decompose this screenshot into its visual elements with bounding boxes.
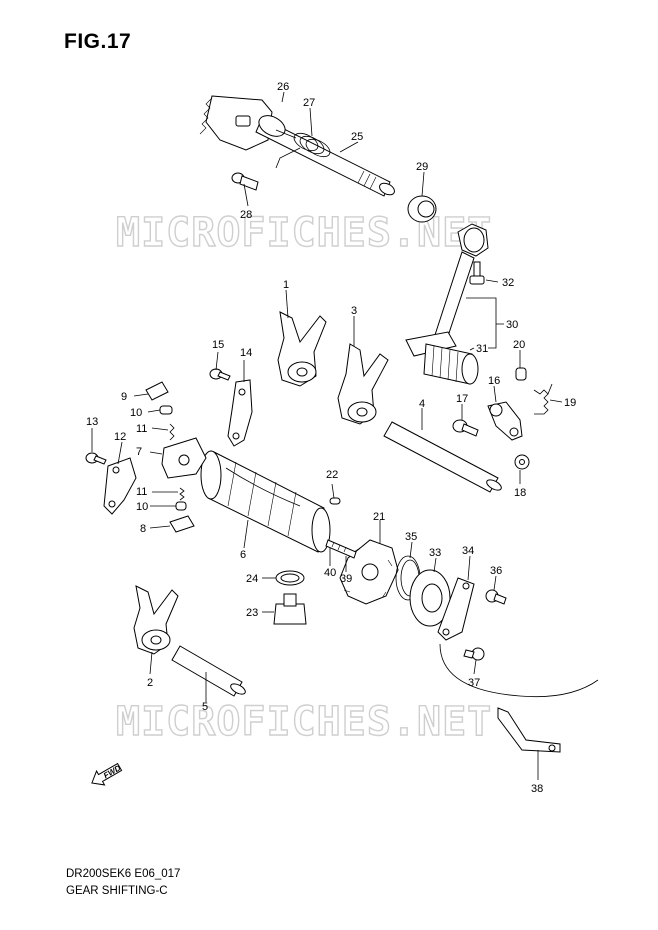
- label-23: 23: [246, 607, 258, 619]
- label-38: 38: [531, 783, 543, 795]
- switch-cover-34: [437, 577, 475, 641]
- part-labels: 1 2 3 4 5 6 7 8 9 10 10 11 11 12 13 14 1…: [86, 81, 576, 795]
- arm-16: [487, 401, 523, 441]
- label-15: 15: [212, 339, 224, 351]
- spring-19: [533, 383, 553, 415]
- label-28: 28: [240, 209, 252, 221]
- model-code: DR200SEK6 E06_017: [66, 868, 181, 880]
- fork-shaft-5: [171, 645, 246, 697]
- bolt-17: [452, 419, 479, 437]
- cam-guide-12: [103, 457, 137, 515]
- label-39: 39: [340, 573, 352, 585]
- label-25: 25: [351, 131, 363, 143]
- label-1: 1: [283, 279, 289, 291]
- label-20: 20: [513, 339, 525, 351]
- label-35: 35: [405, 531, 417, 543]
- label-10-upper: 10: [130, 407, 142, 419]
- dowel-22: [329, 497, 341, 505]
- plate-14: [227, 379, 253, 447]
- gearshift-lever-assembly: [405, 223, 489, 385]
- label-33: 33: [429, 547, 441, 559]
- cam-stopper-7: [161, 437, 207, 479]
- label-17: 17: [456, 393, 468, 405]
- plug-23: [273, 593, 307, 625]
- shift-fork-3: [337, 343, 389, 425]
- pin-10-upper: [159, 405, 173, 415]
- lead-wire: [439, 643, 599, 698]
- shift-fork-1: [277, 311, 327, 387]
- pin-8: [169, 515, 195, 533]
- label-26: 26: [277, 81, 289, 93]
- label-6: 6: [240, 549, 246, 561]
- label-4: 4: [419, 398, 425, 410]
- shift-fork-2: [133, 585, 179, 655]
- pin-10-lower: [175, 501, 187, 511]
- label-30: 30: [506, 319, 518, 331]
- label-5: 5: [202, 701, 208, 713]
- gearshift-cam-6: [200, 450, 331, 553]
- screw-20: [515, 367, 527, 381]
- contact-39-40: [325, 539, 357, 559]
- o-ring-24: [275, 570, 305, 586]
- label-31: 31: [476, 343, 488, 355]
- clamp-38: [497, 707, 561, 753]
- label-32: 32: [502, 277, 514, 289]
- label-3: 3: [351, 305, 357, 317]
- label-14: 14: [240, 347, 252, 359]
- diagram-caption: GEAR SHIFTING-C: [66, 885, 168, 897]
- washer-18: [514, 454, 530, 470]
- screw-13: [85, 452, 107, 465]
- label-10-lower: 10: [136, 501, 148, 513]
- screw-36: [485, 589, 507, 605]
- figure-title: FIG.17: [64, 30, 132, 53]
- label-9: 9: [121, 391, 127, 403]
- pin-9: [145, 381, 169, 401]
- label-11-lower: 11: [136, 486, 147, 498]
- screw-37: [463, 647, 485, 661]
- oil-seal-29: [407, 195, 437, 223]
- watermark-top: MICROFICHES.NET: [116, 210, 492, 256]
- label-8: 8: [140, 523, 146, 535]
- label-16: 16: [488, 375, 500, 387]
- label-24: 24: [246, 573, 258, 585]
- label-12: 12: [114, 431, 126, 443]
- bolt-28: [231, 172, 259, 191]
- label-22: 22: [326, 469, 338, 481]
- leader-lines: [91, 91, 563, 780]
- spring-11-lower: [179, 487, 185, 501]
- label-2: 2: [147, 677, 153, 689]
- gearshift-shaft-assembly: [199, 95, 395, 197]
- label-7: 7: [136, 446, 142, 458]
- bolt-32: [469, 261, 485, 285]
- label-19: 19: [564, 397, 576, 409]
- watermark-bottom: MICROFICHES.NET: [116, 699, 492, 745]
- label-18: 18: [514, 487, 526, 499]
- fork-shaft-4: [383, 421, 502, 493]
- label-36: 36: [490, 565, 502, 577]
- label-37: 37: [468, 677, 480, 689]
- label-27: 27: [303, 97, 315, 109]
- screw-15: [209, 368, 231, 381]
- label-40: 40: [324, 567, 336, 579]
- label-34: 34: [462, 545, 474, 557]
- label-11-upper: 11: [136, 423, 147, 435]
- label-29: 29: [416, 161, 428, 173]
- fwd-arrow-icon: FWD: [91, 762, 122, 786]
- neutral-switch-33: [409, 569, 451, 627]
- label-21: 21: [373, 511, 385, 523]
- label-13: 13: [86, 416, 98, 428]
- spring-11-upper: [169, 423, 175, 441]
